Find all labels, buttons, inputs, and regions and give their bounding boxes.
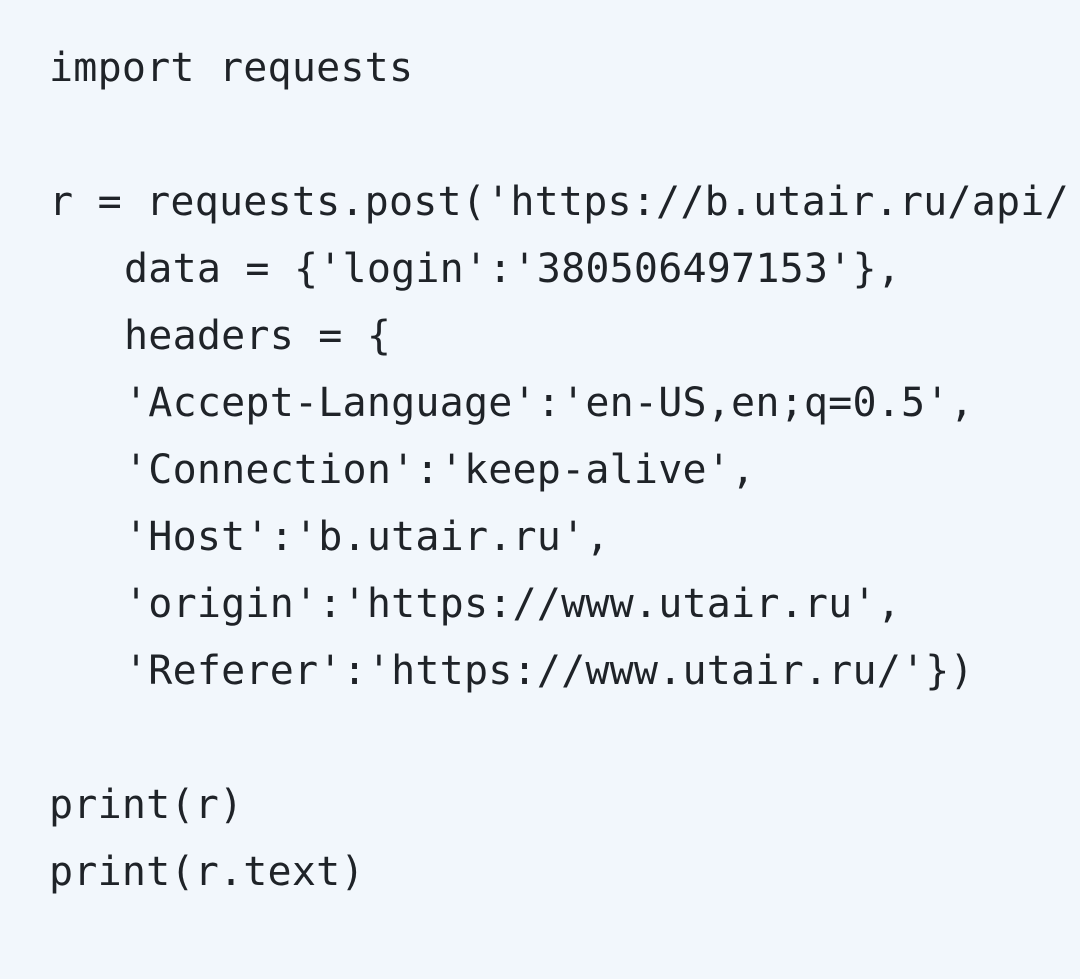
code-line-import: import requests [49,45,414,91]
code-line-data: data = {'login':'380506497153'}, [124,246,902,292]
code-line-accept-language: 'Accept-Language':'en-US,en;q=0.5', [124,380,974,426]
code-line-print-text: print(r.text) [49,849,365,895]
code-line-request-post: r = requests.post('https://b.utair.ru/ap… [49,179,1069,225]
code-line-referer: 'Referer':'https://www.utair.ru/'}) [124,648,974,694]
code-line-headers: headers = { [124,313,392,359]
code-line-origin: 'origin':'https://www.utair.ru', [124,581,902,627]
code-line-host: 'Host':'b.utair.ru', [124,514,610,560]
code-line-print-r: print(r) [49,782,244,828]
code-line-connection: 'Connection':'keep-alive', [124,447,756,493]
